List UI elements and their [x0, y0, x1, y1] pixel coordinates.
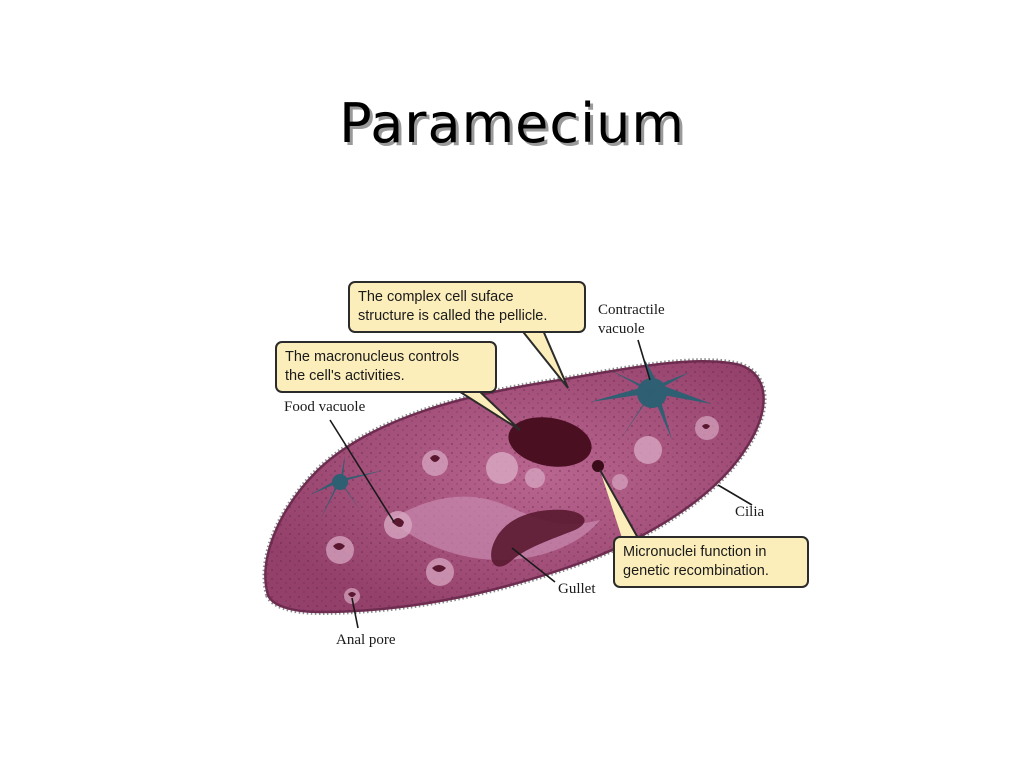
- oral-groove: [390, 496, 600, 560]
- contractile-vacuole-label: Contractile vacuole: [598, 301, 665, 339]
- macronucleus-callout-line1: The macronucleus controls: [285, 349, 460, 365]
- page-title: Paramecium: [339, 92, 685, 155]
- contractile-vacuole-right: [590, 360, 712, 440]
- leader-lines: [329, 327, 753, 629]
- pellicle-callout-line2: structure is called the pellicle.: [358, 308, 548, 324]
- contractile-vacuole-label-line1: Contractile: [598, 302, 665, 318]
- macronucleus-callout: The macronucleus controls the cell's act…: [275, 341, 497, 393]
- micronuclei-callout: Micronuclei function in genetic recombin…: [613, 536, 809, 588]
- contractile-vacuole-label-line2: vacuole: [598, 321, 645, 337]
- pellicle-callout: The complex cell suface structure is cal…: [348, 281, 586, 333]
- cilia-label: Cilia: [735, 504, 765, 520]
- gullet: [491, 509, 585, 567]
- macronucleus-callout-line2: the cell's activities.: [285, 368, 405, 384]
- contractile-vacuole-left: [310, 455, 385, 520]
- pellicle-callout-line1: The complex cell suface: [358, 289, 514, 305]
- macronucleus: [508, 417, 592, 467]
- food-vacuole-label: Food vacuole: [284, 399, 366, 415]
- anal-pore-label: Anal pore: [336, 632, 396, 648]
- micronucleus: [592, 460, 604, 472]
- gullet-label: Gullet: [558, 581, 596, 597]
- micronuclei-callout-line2: genetic recombination.: [623, 563, 769, 579]
- food-vacuoles: [326, 416, 719, 604]
- micronuclei-callout-line1: Micronuclei function in: [623, 544, 767, 560]
- cell-texture: [265, 361, 764, 612]
